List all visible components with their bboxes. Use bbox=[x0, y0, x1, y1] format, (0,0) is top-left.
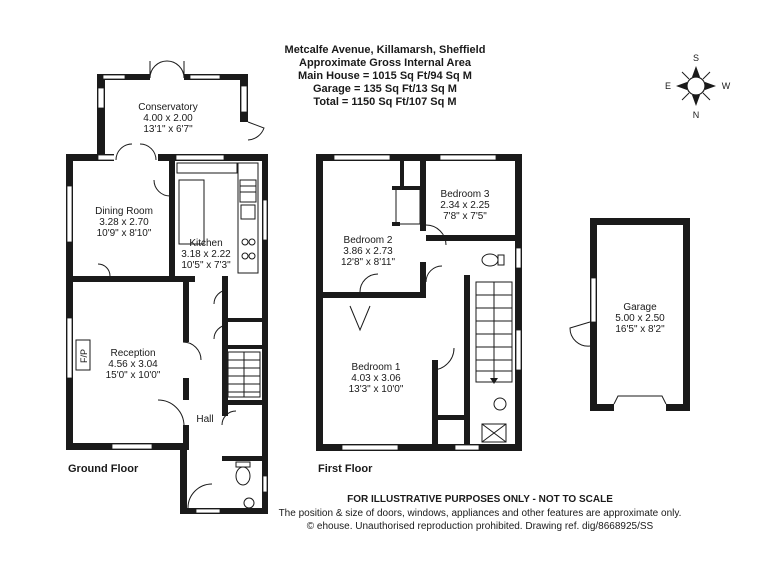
reception-name: Reception bbox=[110, 348, 155, 359]
dining-metric: 3.28 x 2.70 bbox=[99, 217, 149, 228]
area-title: Approximate Gross Internal Area bbox=[299, 57, 471, 69]
compass-n: N bbox=[693, 110, 700, 120]
fireplace-label: F/P bbox=[79, 349, 89, 363]
main-house-area: Main House = 1015 Sq Ft/94 Sq M bbox=[298, 70, 472, 82]
bedroom2-imperial: 12'8" x 8'11" bbox=[341, 257, 396, 268]
dining-name: Dining Room bbox=[95, 206, 153, 217]
kitchen-name: Kitchen bbox=[189, 238, 222, 249]
first-floor-title: First Floor bbox=[318, 463, 373, 475]
ground-floor-title: Ground Floor bbox=[68, 463, 139, 475]
first-floor-plan bbox=[316, 154, 522, 451]
disclaimer-text: FOR ILLUSTRATIVE PURPOSES ONLY - NOT TO … bbox=[347, 494, 613, 505]
conservatory-name: Conservatory bbox=[138, 102, 197, 113]
copyright-text: © ehouse. Unauthorised reproduction proh… bbox=[306, 521, 654, 532]
bedroom2-name: Bedroom 2 bbox=[344, 235, 393, 246]
garage-imperial: 16'5" x 8'2" bbox=[615, 324, 665, 335]
hall-name: Hall bbox=[196, 414, 213, 425]
garage-plan bbox=[569, 218, 690, 411]
kitchen-imperial: 10'5" x 7'3" bbox=[181, 260, 231, 271]
bedroom1-imperial: 13'3" x 10'0" bbox=[349, 384, 404, 395]
dining-imperial: 10'9" x 8'10" bbox=[97, 228, 152, 239]
bedroom1-metric: 4.03 x 3.06 bbox=[351, 373, 401, 384]
compass-e: E bbox=[665, 81, 671, 91]
total-area: Total = 1150 Sq Ft/107 Sq M bbox=[313, 96, 457, 108]
reception-imperial: 15'0" x 10'0" bbox=[106, 370, 161, 381]
garage-area: Garage = 135 Sq Ft/13 Sq M bbox=[313, 83, 457, 95]
bedroom3-metric: 2.34 x 2.25 bbox=[440, 200, 490, 211]
property-address: Metcalfe Avenue, Killamarsh, Sheffield bbox=[284, 44, 486, 56]
garage-name: Garage bbox=[623, 302, 657, 313]
bedroom1-name: Bedroom 1 bbox=[352, 362, 401, 373]
conservatory-imperial: 13'1" x 6'7" bbox=[143, 124, 193, 135]
conservatory-metric: 4.00 x 2.00 bbox=[143, 113, 193, 124]
bedroom2-metric: 3.86 x 2.73 bbox=[343, 246, 393, 257]
bedroom3-imperial: 7'8" x 7'5" bbox=[443, 211, 487, 222]
compass-w: W bbox=[722, 81, 731, 91]
compass-s: S bbox=[693, 53, 699, 63]
reception-metric: 4.56 x 3.04 bbox=[108, 359, 158, 370]
bedroom3-name: Bedroom 3 bbox=[441, 189, 490, 200]
garage-metric: 5.00 x 2.50 bbox=[615, 313, 665, 324]
kitchen-metric: 3.18 x 2.22 bbox=[181, 249, 231, 260]
approximation-note: The position & size of doors, windows, a… bbox=[278, 508, 682, 519]
compass-icon bbox=[676, 66, 716, 106]
ground-floor-plan bbox=[66, 60, 268, 514]
